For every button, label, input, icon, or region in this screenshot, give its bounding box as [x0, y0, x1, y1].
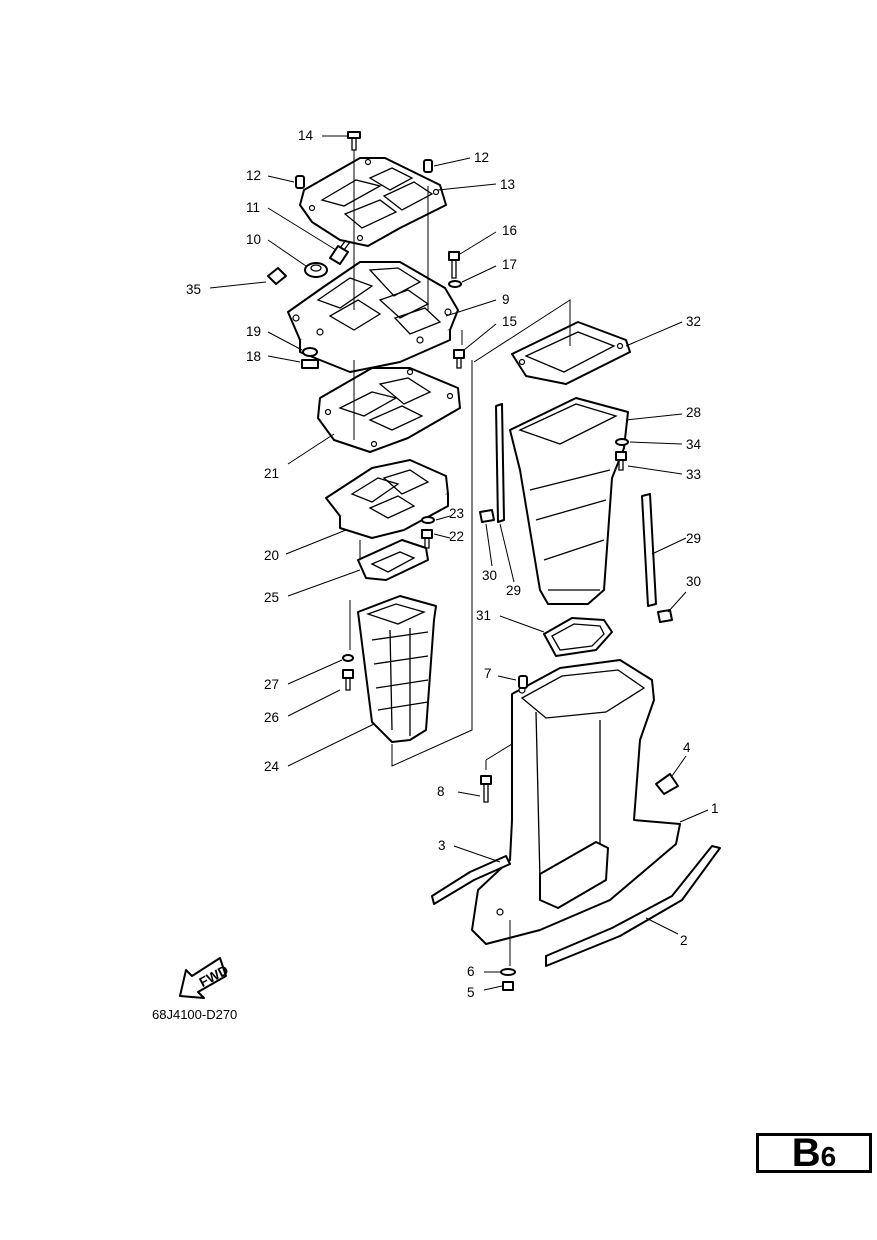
- callout-4: 4: [683, 740, 691, 755]
- seals-29: [495, 403, 657, 607]
- callout-19: 19: [246, 324, 261, 339]
- callout-25: 25: [264, 590, 279, 605]
- fwd-arrow-icon: FWD: [179, 957, 231, 999]
- callout-13: 13: [500, 177, 515, 192]
- callout-8: 8: [437, 784, 445, 799]
- callout-numbers: 1 2 3 4 5 6 7 8 9 10 11 12 12 13 14 15 1…: [186, 128, 719, 1000]
- callout-14: 14: [298, 128, 314, 143]
- callout-3: 3: [438, 838, 446, 853]
- seal-31: [543, 617, 613, 657]
- page-tag-letter: B: [791, 1131, 821, 1175]
- callout-29-left: 29: [506, 583, 521, 598]
- callout-15: 15: [502, 314, 517, 329]
- plate-20: [325, 459, 449, 539]
- gasket-32: [511, 321, 631, 385]
- callout-7: 7: [484, 666, 492, 681]
- callout-23: 23: [449, 506, 464, 521]
- callout-12-right: 12: [474, 150, 489, 165]
- gasket-25: [357, 539, 429, 581]
- callout-27: 27: [264, 677, 279, 692]
- callout-5: 5: [467, 985, 475, 1000]
- callout-11: 11: [246, 200, 260, 215]
- drawing-code: 68J4100-D270: [152, 1007, 238, 1022]
- callout-22: 22: [449, 529, 464, 544]
- gasket-13: [299, 157, 447, 247]
- callout-2: 2: [680, 933, 688, 948]
- callout-30-left: 30: [482, 568, 497, 583]
- callout-29-right: 29: [686, 531, 701, 546]
- callout-16: 16: [502, 223, 517, 238]
- callout-33: 33: [686, 467, 701, 482]
- gasket-21: [317, 367, 461, 453]
- callout-28: 28: [686, 405, 701, 420]
- callout-17: 17: [502, 257, 517, 272]
- callout-10: 10: [246, 232, 261, 247]
- assembly-lines: [349, 150, 571, 966]
- callout-6: 6: [467, 964, 475, 979]
- leader-lines: [209, 135, 709, 991]
- callout-18: 18: [246, 349, 261, 364]
- callout-34: 34: [686, 437, 702, 452]
- callout-26: 26: [264, 710, 279, 725]
- page-tag-number: 6: [820, 1141, 837, 1172]
- callout-1: 1: [711, 801, 719, 816]
- rubber-strips: [431, 845, 721, 967]
- upper-casing-1: [471, 659, 681, 945]
- callout-30-right: 30: [686, 574, 701, 589]
- callout-31: 31: [476, 608, 491, 623]
- callout-35: 35: [186, 282, 201, 297]
- callout-9: 9: [502, 292, 510, 307]
- muffler-28: [509, 397, 629, 605]
- callout-21: 21: [264, 466, 279, 481]
- callout-20: 20: [264, 548, 279, 563]
- small-parts-top: [267, 131, 465, 369]
- exhaust-manifold-24: [357, 595, 437, 743]
- callout-24: 24: [264, 759, 280, 774]
- callout-12-left: 12: [246, 168, 261, 183]
- callout-32: 32: [686, 314, 701, 329]
